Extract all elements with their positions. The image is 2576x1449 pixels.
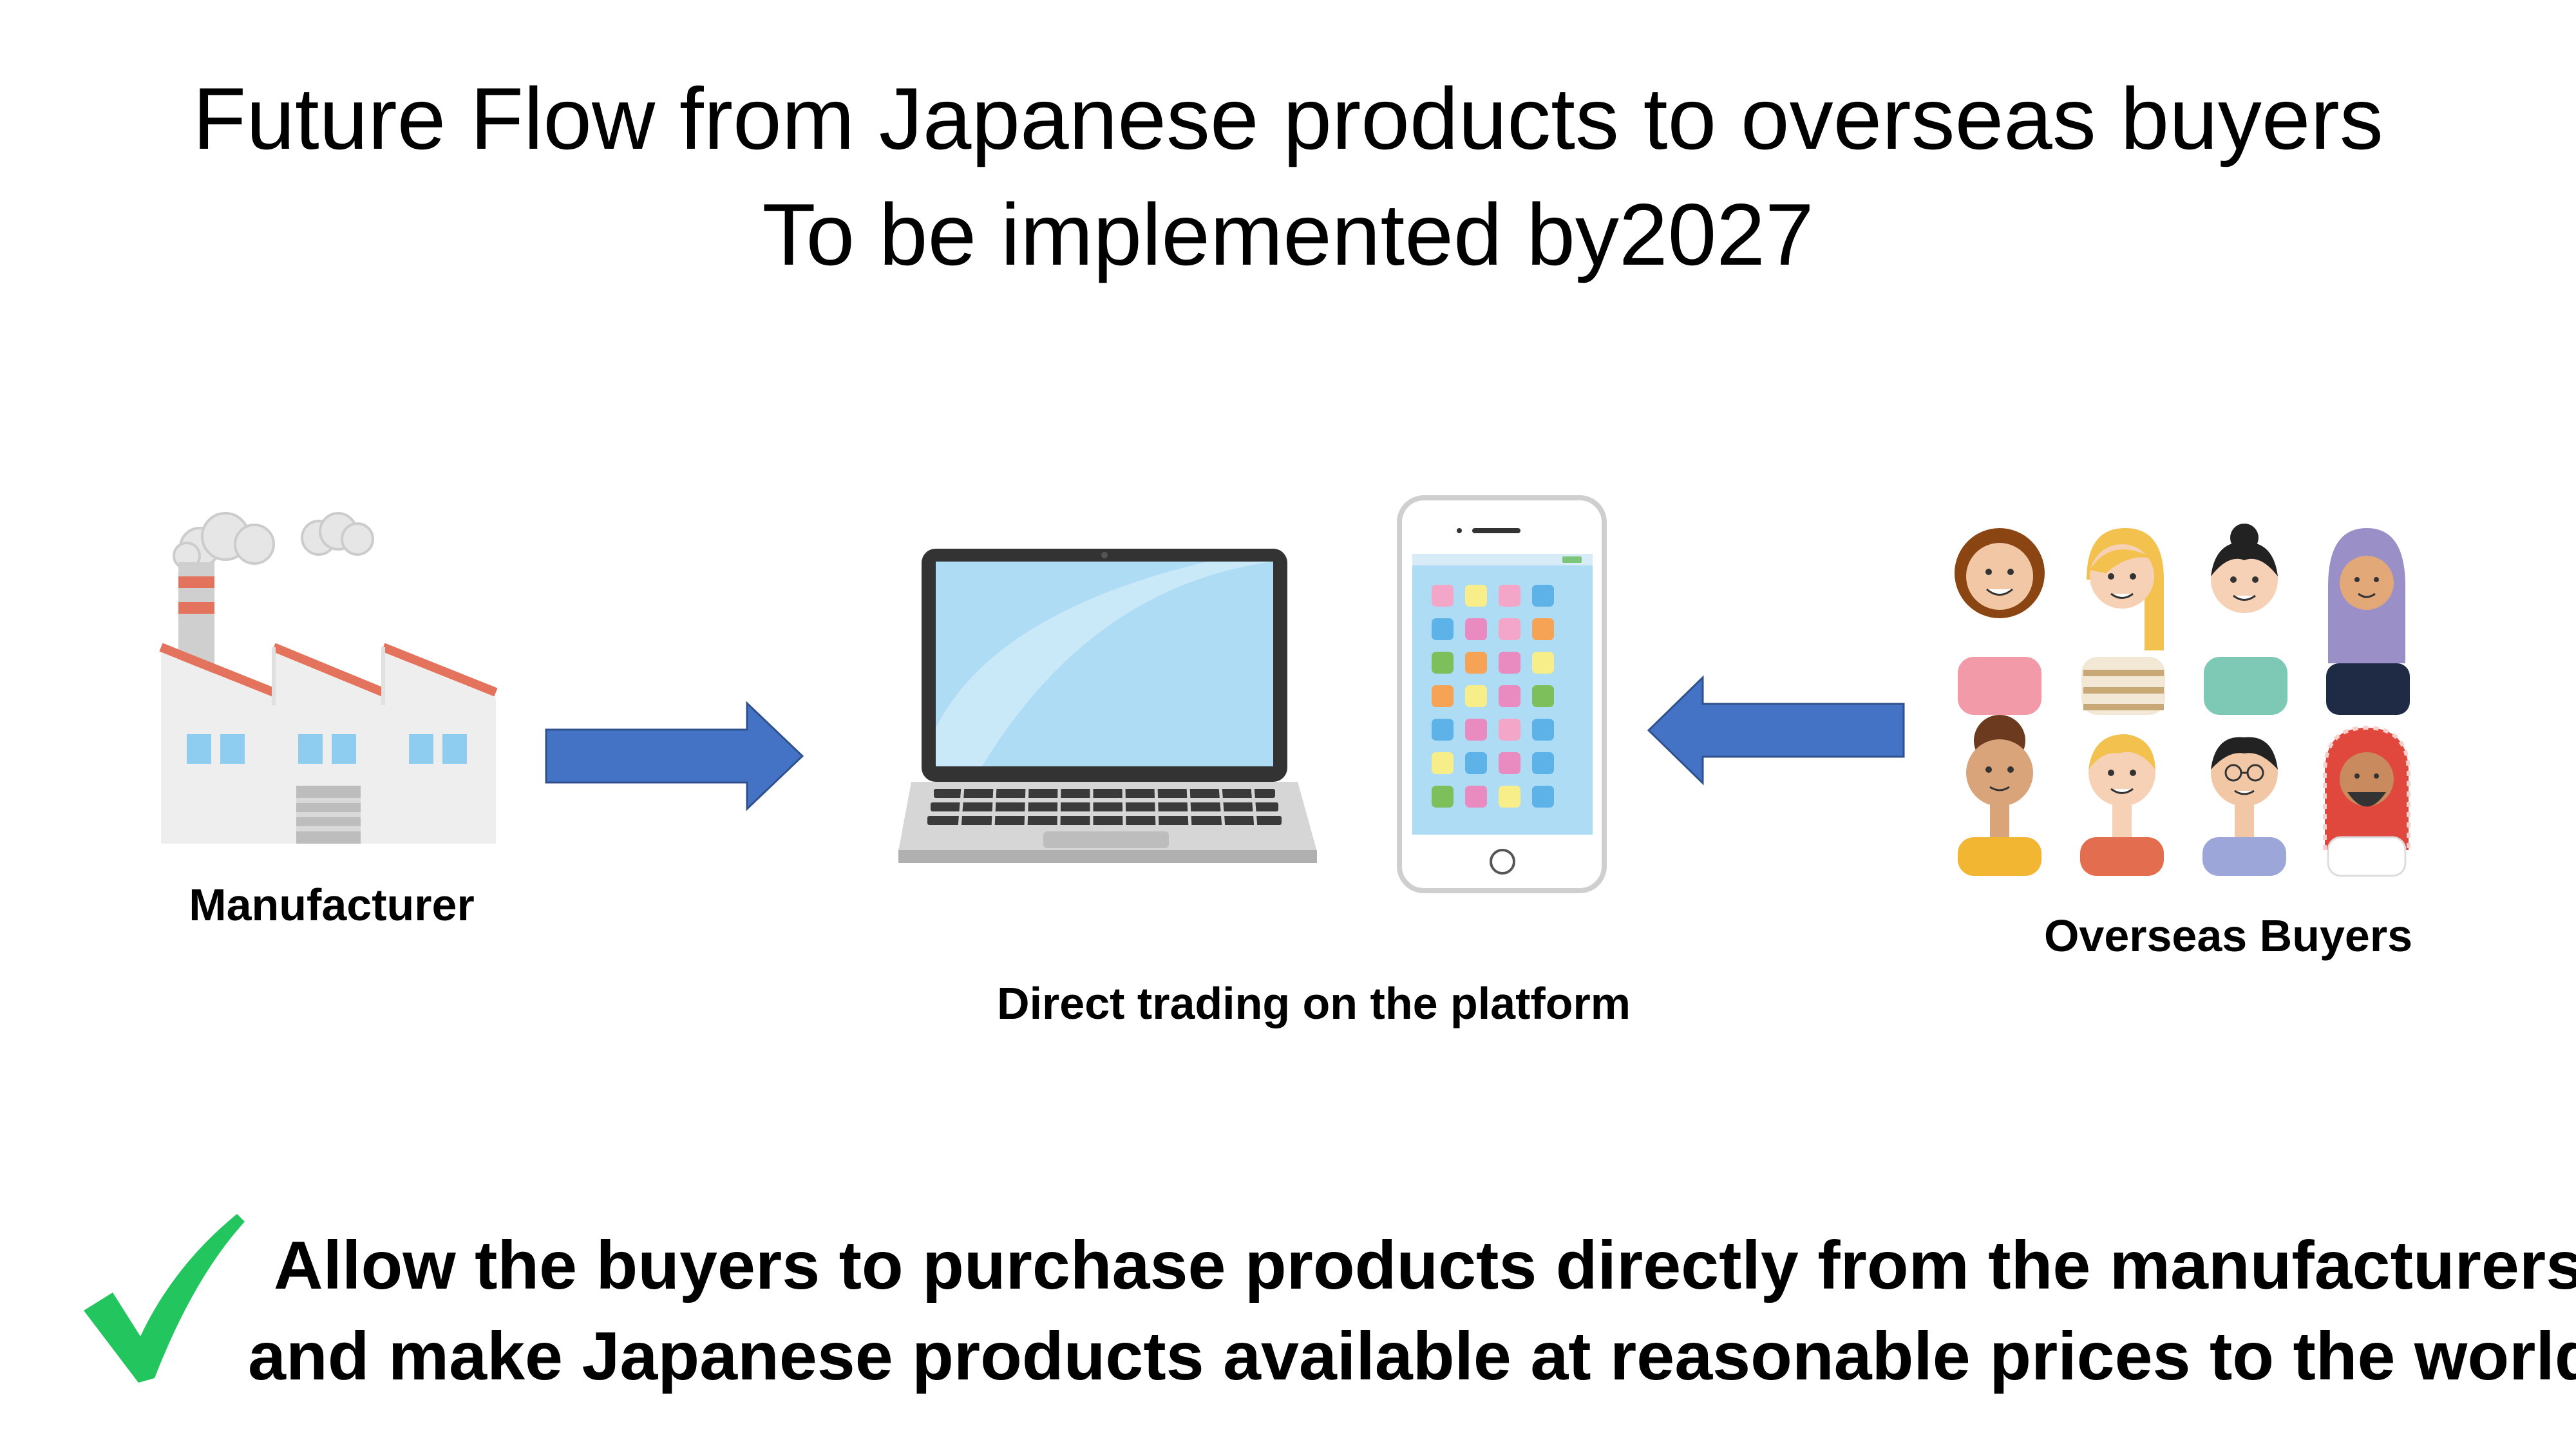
app-tile: [1465, 752, 1487, 774]
checkmark-icon: [84, 1214, 245, 1383]
app-tile: [1499, 618, 1520, 640]
arrow-left-icon: [1647, 675, 1905, 786]
app-tile: [1465, 585, 1487, 607]
app-tile: [1532, 618, 1554, 640]
app-tile: [1532, 685, 1554, 707]
buyer-avatar: [2204, 524, 2287, 715]
title-line-2: To be implemented by2027: [762, 185, 1814, 283]
app-tile: [1499, 685, 1520, 707]
arrow-right-icon: [545, 701, 804, 811]
message-line-1: Allow the buyers to purchase products di…: [274, 1227, 2576, 1303]
buyer-avatar: [2202, 737, 2286, 876]
app-tile: [1465, 685, 1487, 707]
smartphone-icon: [1397, 495, 1607, 893]
platform-label: Direct trading on the platform: [997, 978, 1631, 1028]
app-tile: [1499, 786, 1520, 808]
app-tile: [1532, 752, 1554, 774]
app-tile: [1465, 618, 1487, 640]
app-tile: [1432, 685, 1454, 707]
manufacturer-label: Manufacturer: [189, 880, 475, 930]
app-tile: [1499, 752, 1520, 774]
message-line-2: and make Japanese products available at …: [248, 1318, 2576, 1394]
app-tile: [1499, 585, 1520, 607]
app-tile: [1499, 652, 1520, 674]
laptop-icon: [898, 549, 1317, 863]
app-tile: [1432, 719, 1454, 741]
overseas-buyers-icon: [1955, 524, 2410, 877]
app-tile: [1532, 652, 1554, 674]
buyer-avatar: [2081, 528, 2165, 715]
app-tile: [1465, 652, 1487, 674]
app-tile: [1432, 652, 1454, 674]
overseas-buyers-label: Overseas Buyers: [2043, 911, 2413, 961]
app-tile: [1465, 786, 1487, 808]
app-tile: [1532, 786, 1554, 808]
factory-icon: [159, 512, 498, 844]
app-tile: [1499, 719, 1520, 741]
app-tile: [1432, 786, 1454, 808]
buyer-avatar: [1955, 528, 2045, 715]
title-line-1: Future Flow from Japanese products to ov…: [193, 70, 2383, 167]
app-tile: [1532, 719, 1554, 741]
buyer-avatar: [2080, 734, 2164, 876]
buyer-avatar: [1958, 715, 2041, 876]
app-tile: [1432, 752, 1454, 774]
app-tile: [1465, 719, 1487, 741]
app-tile: [1532, 585, 1554, 607]
app-tile: [1432, 618, 1454, 640]
app-tile: [1432, 585, 1454, 607]
buyer-avatar: [2326, 528, 2410, 715]
buyer-avatar: [2323, 725, 2410, 877]
